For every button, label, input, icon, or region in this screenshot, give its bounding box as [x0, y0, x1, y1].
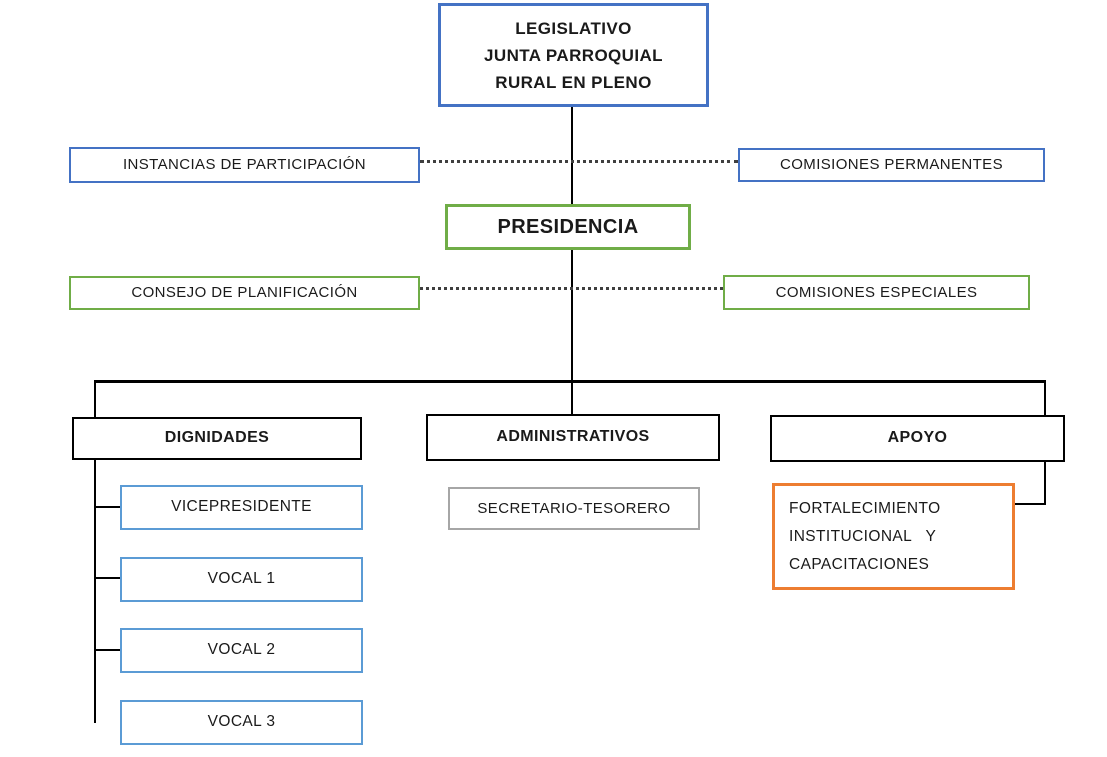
connector-dotted-participacion-permanentes	[420, 160, 738, 163]
connector-apoyo-down	[1044, 462, 1046, 504]
org-node-secretario-tesorero: SECRETARIO-TESORERO	[448, 487, 700, 530]
org-node-vocal-2: VOCAL 2	[120, 628, 363, 673]
connector-dignidades-spine	[94, 460, 96, 723]
org-node-dignidades: DIGNIDADES	[72, 417, 362, 460]
connector-dotted-consejo-especiales	[420, 287, 723, 290]
connector-branch-horizontal	[94, 380, 1046, 383]
org-node-vocal-1: VOCAL 1	[120, 557, 363, 602]
org-node-presidencia: PRESIDENCIA	[445, 204, 691, 250]
org-node-vicepresidente: VICEPRESIDENTE	[120, 485, 363, 530]
org-node-administrativos: ADMINISTRATIVOS	[426, 414, 720, 461]
connector-stub-vocal2	[94, 649, 120, 651]
org-node-apoyo: APOYO	[770, 415, 1065, 462]
connector-presidencia-branch	[571, 250, 573, 414]
org-node-fortalecimiento-institucional: FORTALECIMIENTO INSTITUCIONAL Y CAPACITA…	[772, 483, 1015, 590]
org-node-comisiones-especiales: COMISIONES ESPECIALES	[723, 275, 1030, 310]
org-node-consejo-planificacion: CONSEJO DE PLANIFICACIÓN	[69, 276, 420, 310]
connector-apoyo-fortalecimiento	[1015, 503, 1046, 505]
connector-legislativo-presidencia	[571, 107, 573, 204]
org-node-vocal-3: VOCAL 3	[120, 700, 363, 745]
org-node-comisiones-permanentes: COMISIONES PERMANENTES	[738, 148, 1045, 182]
connector-stub-vocal1	[94, 577, 120, 579]
connector-branch-to-dignidades	[94, 380, 96, 417]
connector-stub-vicepresidente	[94, 506, 120, 508]
connector-branch-to-apoyo	[1044, 380, 1046, 415]
org-node-legislativo-junta-parroquial: LEGISLATIVO JUNTA PARROQUIAL RURAL EN PL…	[438, 3, 709, 107]
org-node-instancias-participacion: INSTANCIAS DE PARTICIPACIÓN	[69, 147, 420, 183]
